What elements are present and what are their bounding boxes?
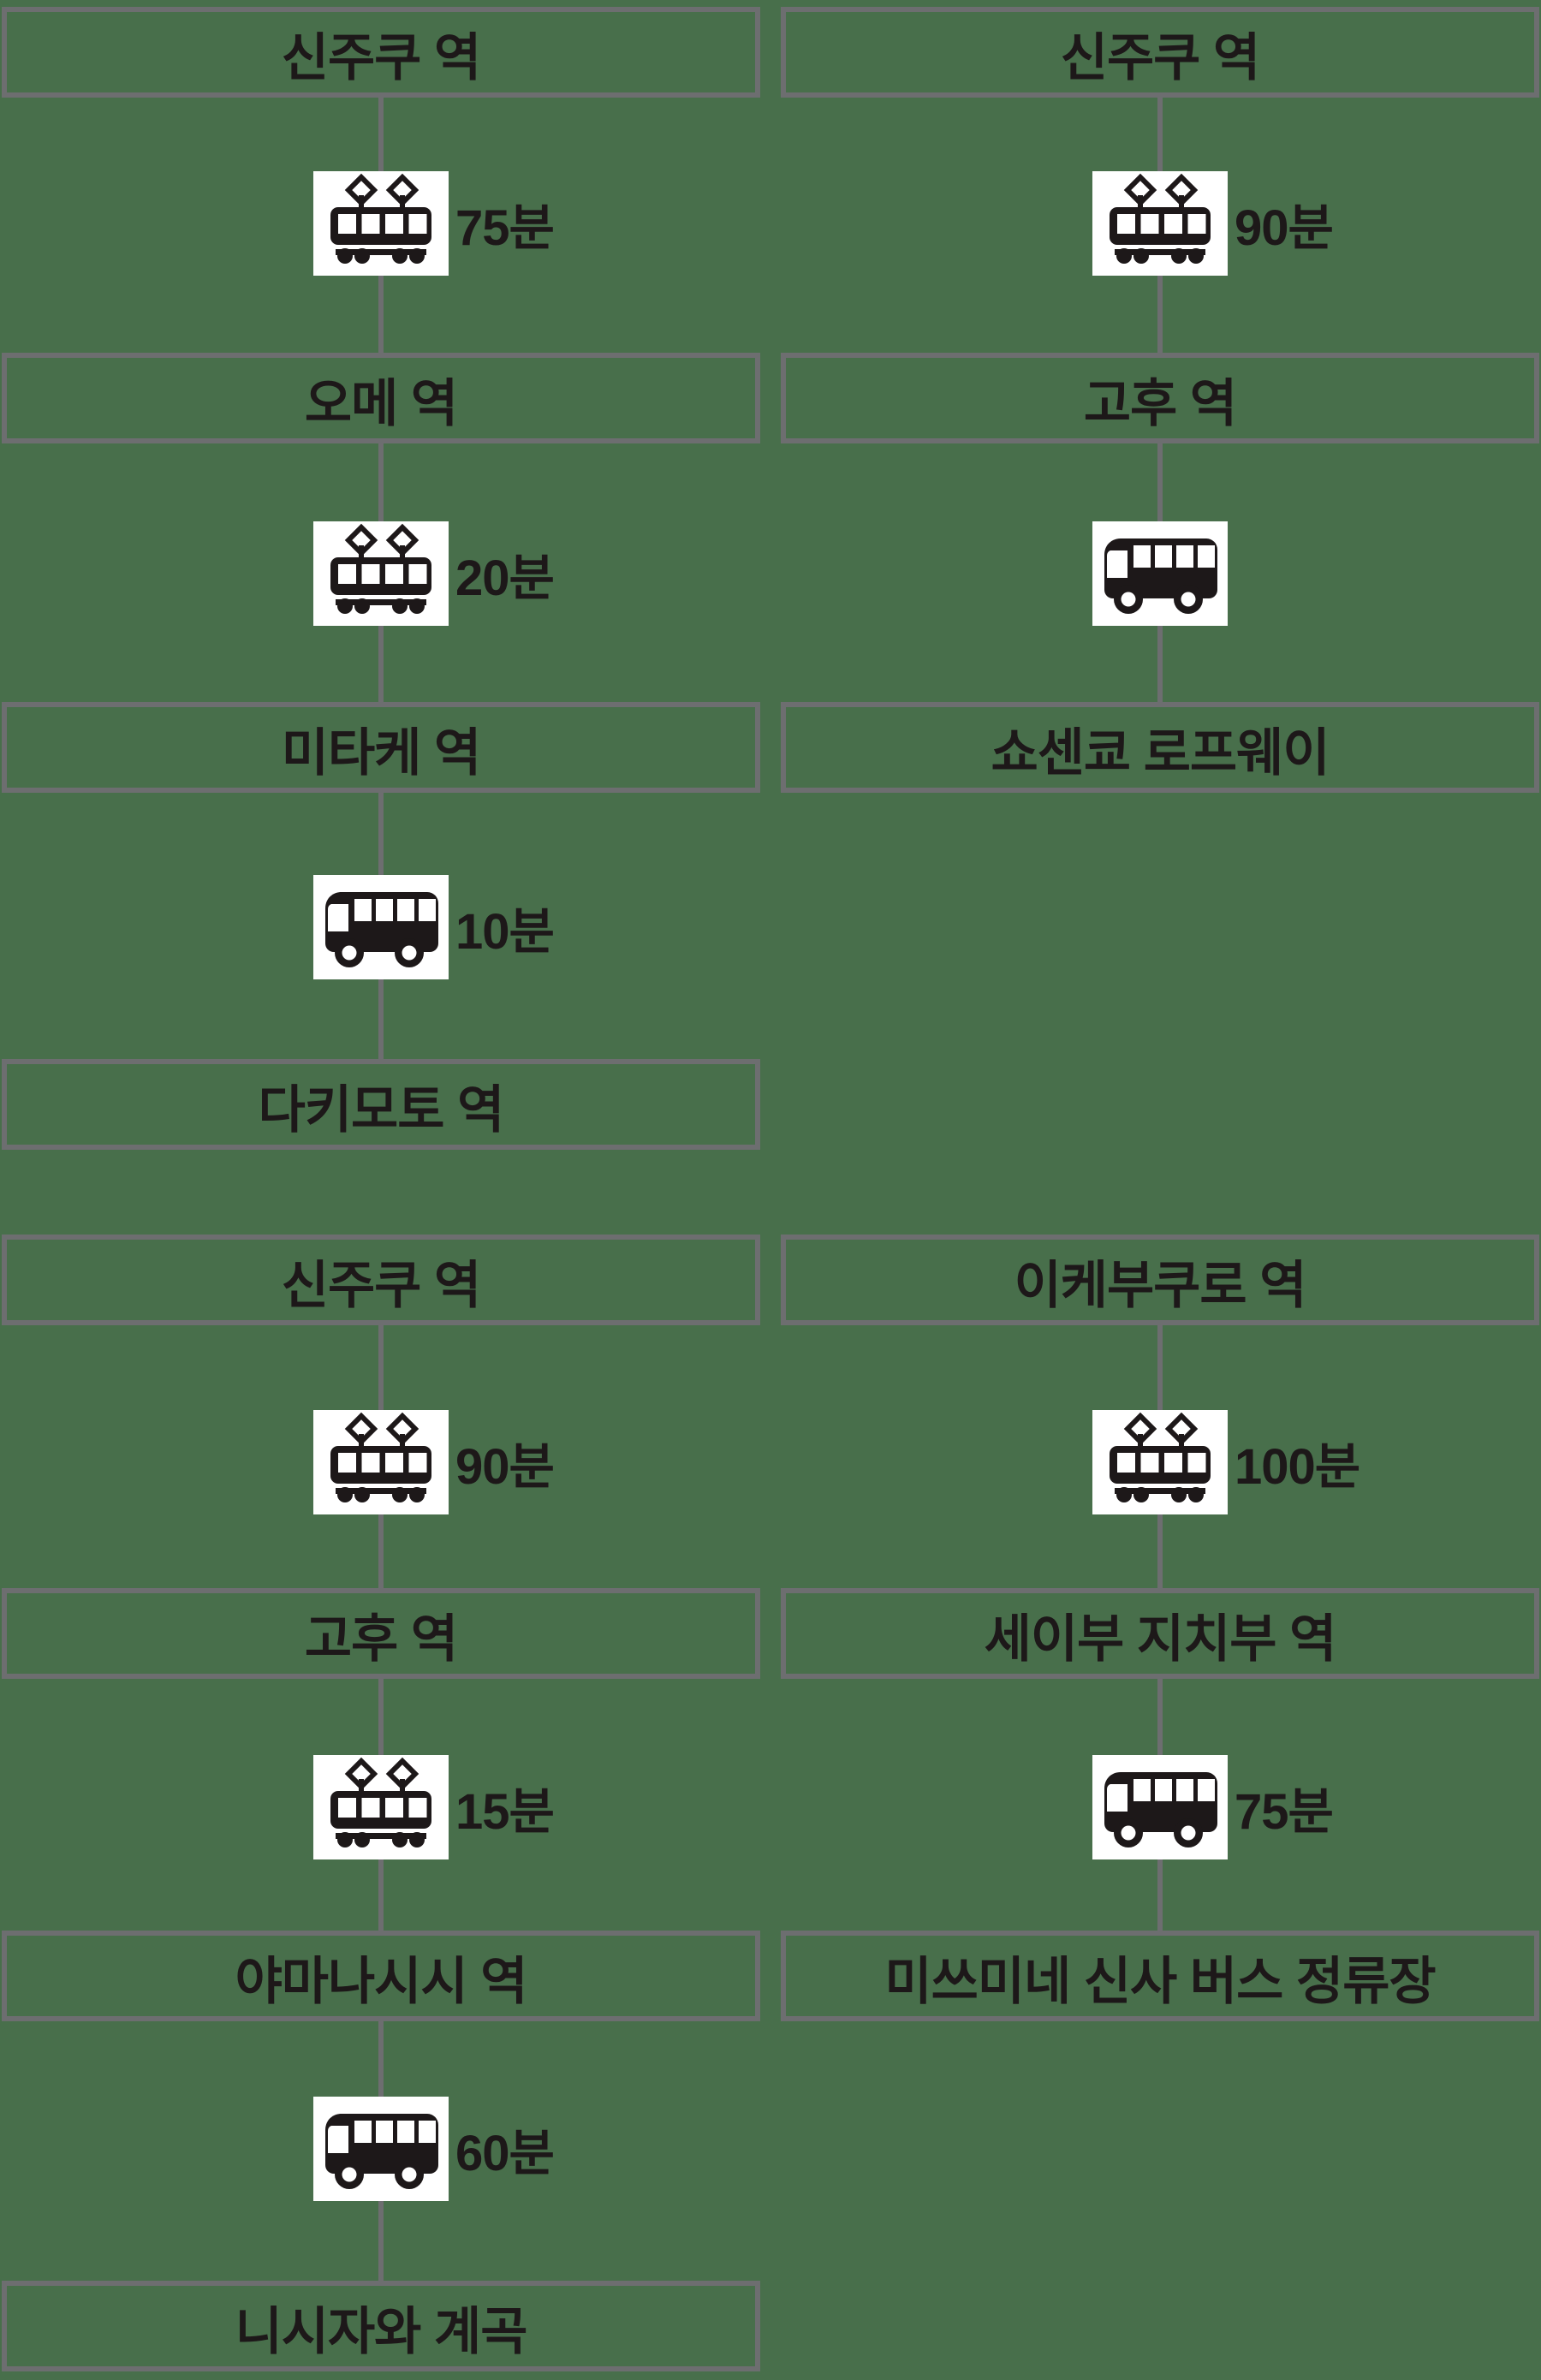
- station-box: 쇼센쿄 로프웨이: [781, 702, 1539, 793]
- station-box: 신주쿠 역: [2, 1235, 760, 1325]
- route-leg: 90분: [313, 1410, 555, 1514]
- station-label: 이케부쿠로 역: [1014, 1256, 1307, 1314]
- station-label: 쇼센쿄 로프웨이: [991, 723, 1330, 782]
- duration-label: 75분: [455, 200, 555, 256]
- station-label: 미타케 역: [281, 723, 481, 782]
- route-leg: 60분: [313, 2097, 555, 2201]
- duration-label: 100분: [1235, 1439, 1360, 1495]
- route-leg: 75분: [313, 171, 555, 276]
- duration-label: 20분: [455, 550, 555, 606]
- bus-icon: [313, 875, 449, 979]
- route-leg: 75분: [1092, 1755, 1334, 1859]
- station-box: 다키모토 역: [2, 1059, 760, 1150]
- route-leg: 20분: [313, 521, 555, 626]
- duration-label: 10분: [455, 904, 555, 960]
- station-box: 고후 역: [2, 1588, 760, 1679]
- station-box: 이케부쿠로 역: [781, 1235, 1539, 1325]
- station-box: 미쓰미네 신사 버스 정류장: [781, 1931, 1539, 2021]
- station-box: 야마나시시 역: [2, 1931, 760, 2021]
- train-icon: [1092, 171, 1228, 276]
- bus-icon: [313, 2097, 449, 2201]
- station-label: 오메 역: [304, 374, 458, 432]
- station-box: 세이부 지치부 역: [781, 1588, 1539, 1679]
- train-icon: [313, 521, 449, 626]
- train-icon: [313, 1755, 449, 1859]
- station-label: 고후 역: [304, 1609, 458, 1668]
- station-label: 신주쿠 역: [281, 28, 481, 86]
- train-icon: [313, 171, 449, 276]
- station-box: 니시자와 계곡: [2, 2281, 760, 2371]
- route-leg: 100분: [1092, 1410, 1360, 1514]
- route-leg: 15분: [313, 1755, 555, 1859]
- train-icon: [313, 1410, 449, 1514]
- duration-label: 75분: [1235, 1784, 1334, 1840]
- station-label: 니시자와 계곡: [235, 2302, 528, 2360]
- station-box: 신주쿠 역: [781, 7, 1539, 98]
- station-label: 미쓰미네 신사 버스 정류장: [884, 1952, 1436, 2010]
- duration-label: 15분: [455, 1784, 555, 1840]
- bus-icon: [1092, 1755, 1228, 1859]
- route-leg: 90분: [1092, 171, 1334, 276]
- station-label: 야마나시시 역: [235, 1952, 528, 2010]
- duration-label: 90분: [455, 1439, 555, 1495]
- station-label: 신주쿠 역: [1060, 28, 1260, 86]
- route-leg: [1092, 521, 1235, 626]
- duration-label: 60분: [455, 2126, 555, 2181]
- station-box: 신주쿠 역: [2, 7, 760, 98]
- route-leg: 10분: [313, 875, 555, 979]
- duration-label: 90분: [1235, 200, 1334, 256]
- station-box: 미타케 역: [2, 702, 760, 793]
- station-label: 세이부 지치부 역: [984, 1609, 1337, 1668]
- station-label: 고후 역: [1083, 374, 1237, 432]
- station-box: 오메 역: [2, 353, 760, 443]
- station-box: 고후 역: [781, 353, 1539, 443]
- bus-icon: [1092, 521, 1228, 626]
- train-icon: [1092, 1410, 1228, 1514]
- station-label: 신주쿠 역: [281, 1256, 481, 1314]
- station-label: 다키모토 역: [258, 1080, 505, 1139]
